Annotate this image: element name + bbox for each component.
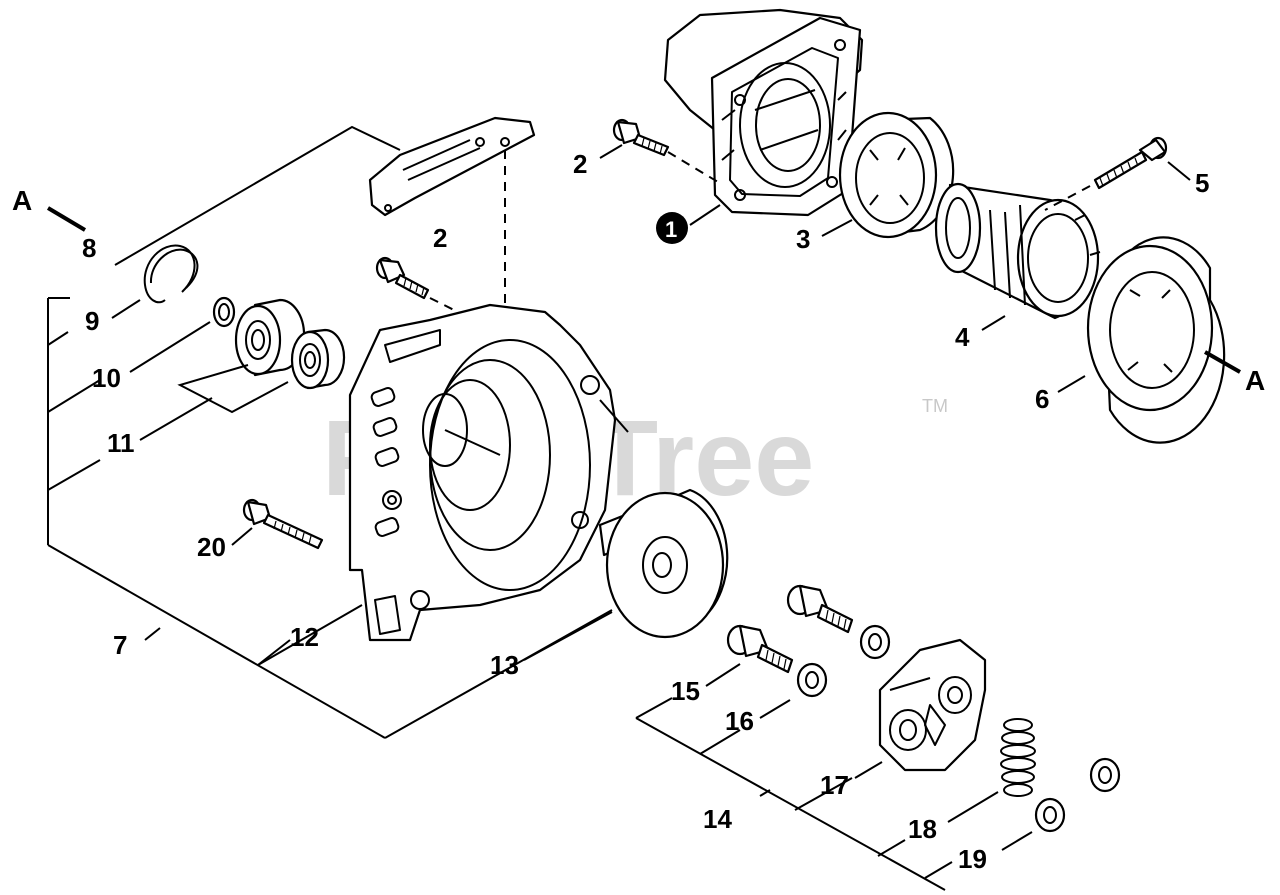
part-9-snap-ring xyxy=(111,244,199,319)
callout-9: 9 xyxy=(85,306,99,336)
callout-14: 14 xyxy=(703,804,732,834)
part-cover-plate xyxy=(368,116,536,310)
part-11-bearing-b xyxy=(290,328,346,390)
callout-18: 18 xyxy=(908,814,937,844)
part-1-flange-housing xyxy=(663,8,864,226)
callout-17: 17 xyxy=(820,770,849,800)
svg-text:A: A xyxy=(1245,365,1265,396)
part-13-clutch-drum xyxy=(523,488,729,661)
svg-text:1: 1 xyxy=(665,217,677,242)
callout-2-mid: 2 xyxy=(433,223,447,253)
leader-11 xyxy=(139,364,289,441)
callout-4: 4 xyxy=(955,322,970,352)
callout-15: 15 xyxy=(671,676,700,706)
part-15-bolt-lower xyxy=(705,624,794,687)
callout-3: 3 xyxy=(796,224,810,254)
part-16-washer-lower xyxy=(759,662,828,719)
part-10-ring xyxy=(129,296,236,373)
callout-a-left: A xyxy=(12,185,87,232)
part-3-ring xyxy=(821,111,955,239)
part-19-washer-b xyxy=(1001,797,1066,851)
group-bracket-7 xyxy=(47,125,613,739)
callout-1: 1 xyxy=(656,212,688,244)
callout-10: 10 xyxy=(92,363,121,393)
part-19-washer-a xyxy=(1089,757,1121,793)
svg-text:A: A xyxy=(12,185,32,216)
part-12-clutch-housing xyxy=(257,303,629,666)
part-16-washer-upper xyxy=(859,624,891,660)
callout-a-right: A xyxy=(1204,350,1265,396)
part-6-ring xyxy=(1057,236,1226,444)
callout-8: 8 xyxy=(82,233,96,263)
part-18-spring xyxy=(947,718,1036,823)
part-4-bushing xyxy=(934,182,1101,331)
callout-16: 16 xyxy=(725,706,754,736)
callout-11: 11 xyxy=(107,428,135,458)
callout-20: 20 xyxy=(197,532,226,562)
watermark-tm: TM xyxy=(922,396,948,416)
callout-7: 7 xyxy=(113,630,127,660)
part-2-screw-mid xyxy=(375,256,471,319)
part-17-clutch-shoes xyxy=(854,638,987,779)
callout-5: 5 xyxy=(1195,168,1209,198)
callout-2-top: 2 xyxy=(573,149,587,179)
part-5-screw xyxy=(1044,136,1191,211)
callout-6: 6 xyxy=(1035,384,1049,414)
callout-13: 13 xyxy=(490,650,519,680)
callout-12: 12 xyxy=(290,622,319,652)
part-15-bolt-upper xyxy=(786,584,854,634)
part-20-screw xyxy=(231,498,324,550)
part-2-screw-top xyxy=(599,118,719,183)
callout-19: 19 xyxy=(958,844,987,874)
group-bracket-14 xyxy=(635,697,953,891)
